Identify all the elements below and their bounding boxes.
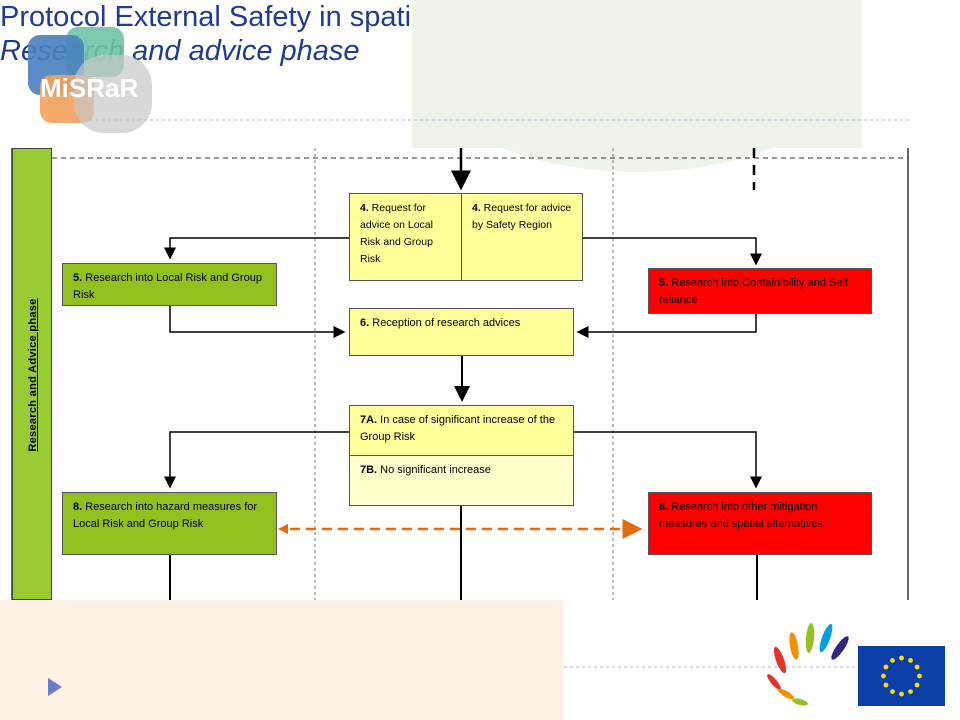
brush-stroke-logo-icon (767, 623, 849, 706)
next-arrow-icon[interactable] (48, 678, 62, 696)
swimlane-sidebar: Research and Advice phase (12, 148, 52, 600)
request-local-risk-box: 4. Request for advice on Local Risk and … (349, 193, 462, 281)
research-mitigation-box: 8. Research into other mitigation measur… (648, 492, 872, 555)
case-7b-box: 7B. No significant increase (349, 455, 574, 506)
request-safety-region-box: 4. Request for advice by Safety Region (461, 193, 583, 281)
reception-advices-box: 6. Reception of research advices (349, 308, 574, 356)
research-hazard-box: 8. Research into hazard measures for Loc… (62, 492, 277, 555)
bottom-panel (0, 600, 563, 720)
research-local-risk-box: 5. Research into Local Risk and Group Ri… (62, 263, 277, 306)
svg-text:MiSRaR: MiSRaR (40, 73, 138, 103)
case-7a-box: 7A. In case of significant increase of t… (349, 405, 574, 456)
misrar-logo: MiSRaR (28, 27, 152, 133)
eu-flag-icon (858, 646, 945, 706)
research-containibility-box: 5. Research into Containibility and Self… (648, 268, 872, 314)
